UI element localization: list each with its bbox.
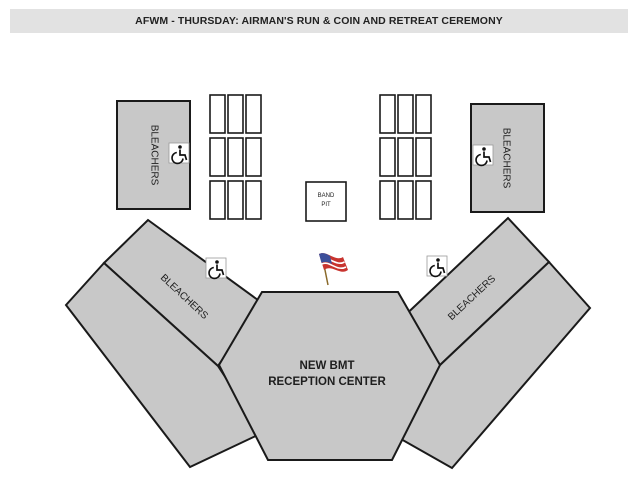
right-seating-block (379, 94, 432, 220)
seat-section (227, 94, 244, 134)
wheelchair-icon (426, 255, 448, 278)
seat-section (379, 94, 396, 134)
seat-section (397, 180, 414, 220)
seat-section (379, 137, 396, 177)
band-pit-label-line1: BAND (318, 193, 335, 199)
seat-section (245, 137, 262, 177)
seat-section (209, 180, 226, 220)
seat-section (209, 94, 226, 134)
seat-section (415, 180, 432, 220)
flag-icon (319, 253, 348, 286)
seat-section (227, 137, 244, 177)
reception-center-label-line1: NEW BMT (300, 360, 355, 372)
band-pit-label-line2: PIT (321, 202, 331, 208)
left-seating-block (209, 94, 262, 220)
page-title: AFWM - THURSDAY: AIRMAN'S RUN & COIN AND… (10, 9, 628, 33)
seat-section (245, 180, 262, 220)
seat-section (415, 137, 432, 177)
seat-section (379, 180, 396, 220)
seat-section (415, 94, 432, 134)
reception-center (217, 291, 442, 461)
seat-section (397, 137, 414, 177)
wheelchair-icon (168, 142, 190, 165)
seat-section (227, 180, 244, 220)
seat-section (397, 94, 414, 134)
left-top-bleachers-label: BLEACHERS (148, 125, 159, 186)
reception-center-label-line2: RECEPTION CENTER (268, 376, 386, 388)
band-pit (305, 181, 347, 222)
right-top-bleachers-label: BLEACHERS (500, 128, 511, 189)
left-diagonal-bleachers (64, 218, 264, 469)
seat-section (209, 137, 226, 177)
seat-section (245, 94, 262, 134)
wheelchair-icon (205, 257, 227, 280)
left-diagonal-bleachers-back (64, 261, 264, 469)
wheelchair-icon (472, 144, 494, 167)
